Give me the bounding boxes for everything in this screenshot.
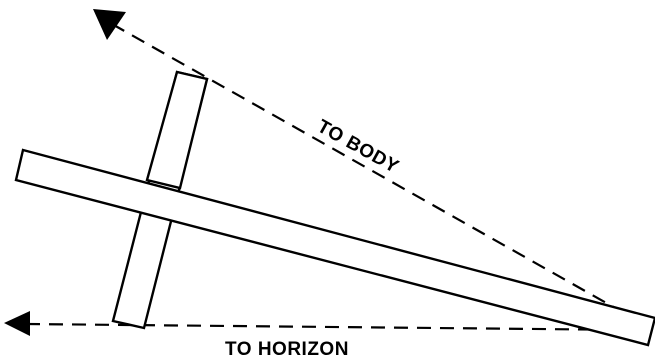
label-to-body: TO BODY (314, 116, 403, 178)
sight-line-to-body (111, 23, 641, 323)
main-arm (14, 148, 655, 347)
crossbar-upper-segment (145, 70, 209, 190)
arrowhead-to-body (93, 9, 126, 40)
label-to-horizon: TO HORIZON (225, 339, 349, 358)
arrowhead-to-horizon (4, 311, 30, 336)
sight-line-to-horizon (25, 322, 641, 332)
